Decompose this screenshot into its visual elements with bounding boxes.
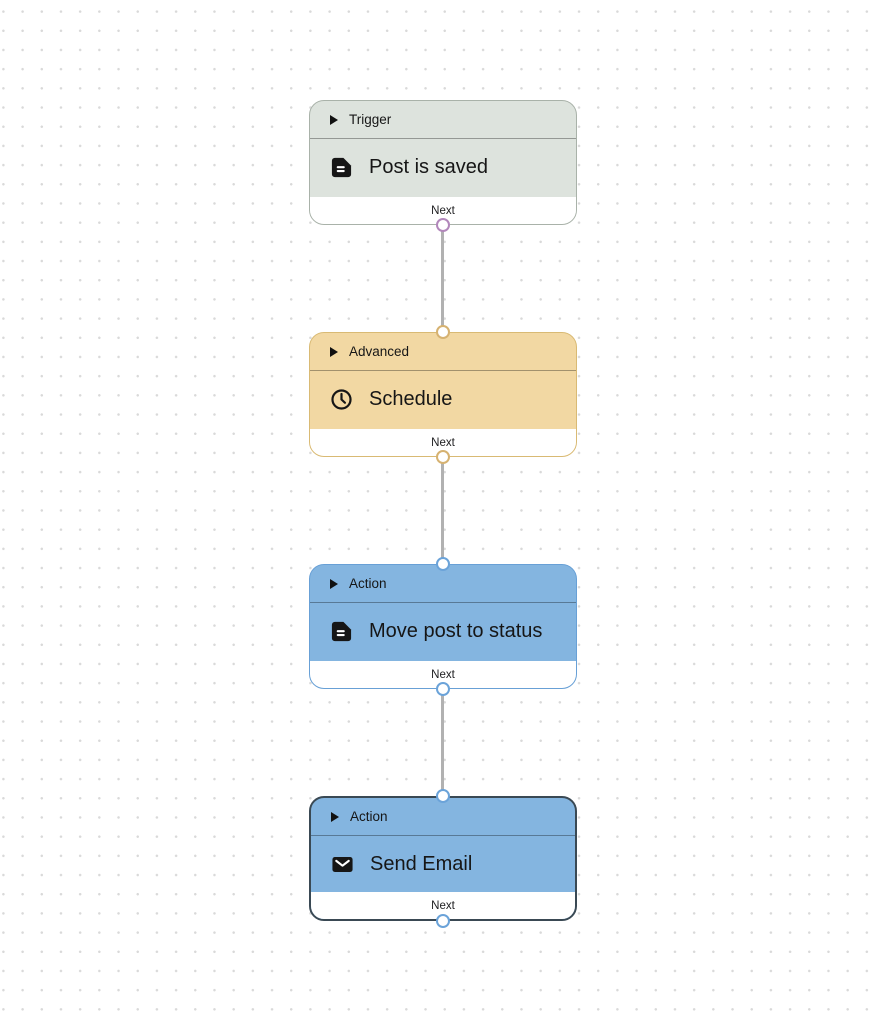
input-handle[interactable] [436,557,450,571]
node-body: Schedule [310,371,576,428]
workflow-node-action-move-post[interactable]: Action Move post to status Next [309,564,577,689]
node-title: Schedule [369,388,453,410]
output-handle[interactable] [436,682,450,696]
collapse-triangle-icon[interactable] [330,578,338,589]
edge-connector[interactable] [441,225,444,332]
node-category-label: Action [350,809,388,824]
node-category-label: Advanced [349,344,410,359]
workflow-node-action-send-email[interactable]: Action Send Email Next [309,796,577,921]
input-handle[interactable] [436,789,450,803]
node-header: Trigger [310,101,576,139]
output-handle[interactable] [436,450,450,464]
node-title: Post is saved [369,156,488,178]
edge-connector[interactable] [441,689,444,796]
node-header: Action [311,798,575,836]
collapse-triangle-icon[interactable] [330,346,338,357]
collapse-triangle-icon[interactable] [330,114,338,125]
output-handle[interactable] [436,218,450,232]
edge-connector[interactable] [441,457,444,564]
node-header: Action [310,565,576,603]
workflow-node-trigger[interactable]: Trigger Post is saved Next [309,100,577,225]
document-icon [330,156,353,179]
next-label: Next [431,668,455,681]
next-label: Next [431,204,455,217]
node-title: Move post to status [369,620,543,642]
input-handle[interactable] [436,325,450,339]
node-body: Post is saved [310,139,576,196]
envelope-icon [331,853,354,876]
collapse-triangle-icon[interactable] [331,811,339,822]
node-category-label: Action [349,576,387,591]
document-icon [330,620,353,643]
next-label: Next [431,436,455,449]
node-title: Send Email [370,853,473,875]
output-handle[interactable] [436,914,450,928]
node-body: Send Email [311,836,575,893]
clock-icon [330,388,353,411]
node-category-label: Trigger [349,112,392,127]
node-body: Move post to status [310,603,576,660]
node-header: Advanced [310,333,576,371]
workflow-node-advanced[interactable]: Advanced Schedule Next [309,332,577,457]
next-label: Next [431,899,455,912]
